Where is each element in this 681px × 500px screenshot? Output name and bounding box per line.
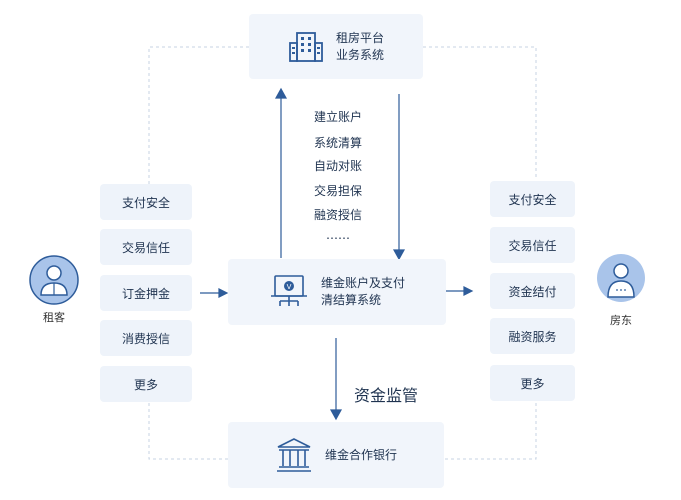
- arrow-bank-head: [329, 409, 343, 421]
- feature-item: 自动对账: [313, 159, 362, 173]
- feature-item: 建立账户: [313, 110, 362, 124]
- feature-item: 交易担保: [313, 184, 362, 198]
- landlord-item: 资金结付: [490, 273, 575, 309]
- landlord-item: 交易信任: [490, 227, 575, 263]
- arrow-landlord-head: [463, 286, 474, 296]
- dashed-line-platform-tenant: [148, 46, 249, 184]
- bank-box: 维金合作银行: [228, 422, 444, 488]
- landlord-item: 融资服务: [490, 318, 575, 354]
- arrow-down-head: [392, 249, 406, 261]
- arrow-tenant-head: [218, 288, 229, 298]
- center-label-line1: 维金账户及支付: [320, 276, 405, 290]
- bank-label: 维金合作银行: [324, 447, 397, 462]
- arrow-up-head: [274, 87, 288, 99]
- landlord-item: 更多: [490, 365, 575, 401]
- tenant-item: 订金押金: [100, 275, 192, 311]
- center-box: V 维金账户及支付 清结算系统: [228, 259, 446, 325]
- bank-icon: [276, 438, 311, 472]
- tenant-item: 支付安全: [100, 184, 192, 220]
- building-icon: [289, 31, 323, 62]
- tenant-item: 更多: [100, 366, 192, 402]
- dashed-line-platform-landlord: [423, 46, 537, 180]
- landlord-label: 房东: [610, 314, 632, 327]
- dashed-line-landlord-bank: [444, 403, 537, 460]
- user-avatar-icon: [597, 254, 645, 302]
- feature-item: ……: [326, 228, 350, 242]
- feature-item: 系统清算: [313, 136, 362, 150]
- user-avatar-icon: [29, 255, 79, 305]
- tenant-label: 租客: [43, 311, 65, 324]
- supervision-label: 资金监管: [354, 386, 419, 405]
- platform-box: 租房平台 业务系统: [249, 14, 423, 79]
- landlord-item: 支付安全: [490, 181, 575, 217]
- tenant-item: 交易信任: [100, 229, 192, 265]
- platform-label-line1: 租房平台: [335, 30, 384, 45]
- feature-item: 融资授信: [313, 208, 362, 222]
- dashed-line-tenant-bank: [148, 403, 228, 460]
- svg-text:V: V: [287, 283, 292, 291]
- center-label-line2: 清结算系统: [320, 293, 381, 307]
- platform-label-line2: 业务系统: [335, 47, 384, 62]
- terminal-icon: V: [270, 275, 307, 306]
- tenant-item: 消费授信: [100, 320, 192, 356]
